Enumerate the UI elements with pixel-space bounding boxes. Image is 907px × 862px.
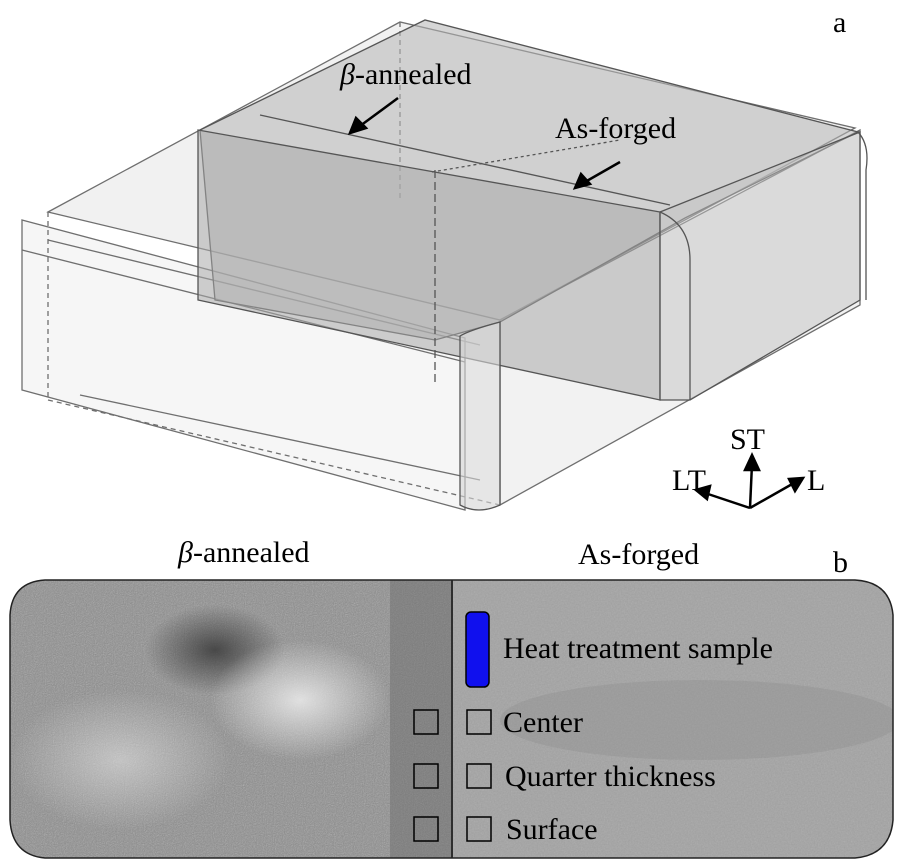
forging-3d-diagram — [21, 19, 868, 511]
beta-annealed-text: -annealed — [192, 536, 310, 569]
sample-location-markers — [413, 709, 492, 842]
axis-st-label: ST — [730, 423, 766, 456]
panel-a-label: a — [833, 6, 847, 39]
as-forged-label-a: As-forged — [555, 112, 677, 145]
as-forged-arrow — [572, 160, 621, 190]
axis-lt-label: LT — [672, 464, 706, 497]
surface-marker-left — [413, 816, 439, 842]
quarter-marker-right — [466, 763, 492, 789]
axis-l-label: L — [807, 464, 826, 497]
heat-treatment-sample-label: Heat treatment sample — [503, 632, 773, 665]
darker-section-block — [197, 19, 868, 511]
panel-b-label: b — [833, 546, 848, 579]
beta-annealed-label-a: β-annealed — [340, 60, 472, 90]
surface-marker-right — [466, 816, 492, 842]
center-label: Center — [503, 706, 583, 739]
quarter-marker-left — [413, 763, 439, 789]
surface-label: Surface — [506, 813, 598, 846]
beta-symbol: β — [178, 536, 193, 569]
beta-annealed-label-b: β-annealed — [178, 538, 310, 568]
sample-cross-section — [10, 580, 893, 858]
center-marker-left — [413, 709, 439, 735]
heat-treatment-sample-marker — [465, 611, 490, 688]
beta-annealed-arrow — [347, 96, 399, 135]
as-forged-label-b: As-forged — [578, 538, 700, 571]
beta-annealed-text: -annealed — [354, 58, 472, 91]
center-marker-right — [466, 709, 492, 735]
beta-symbol: β — [340, 58, 355, 91]
orientation-axes — [693, 452, 806, 510]
quarter-thickness-label: Quarter thickness — [505, 760, 716, 793]
